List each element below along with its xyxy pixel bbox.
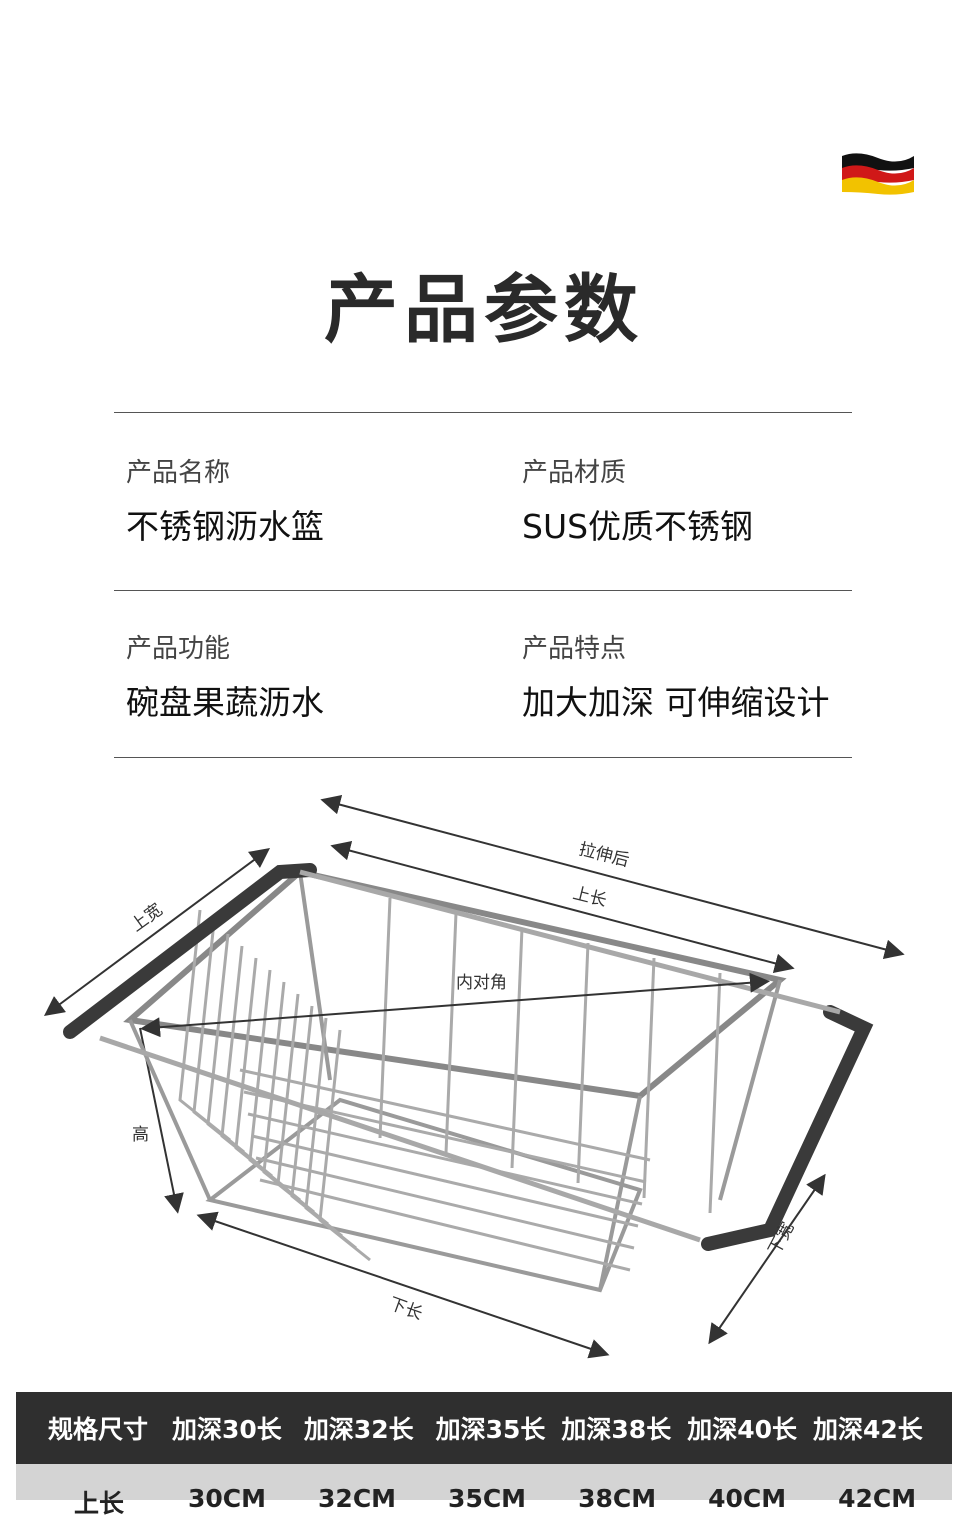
label-bottom-length: 下长 <box>386 1294 425 1324</box>
spec-row-cell: 40CM <box>708 1484 787 1513</box>
basket-wire <box>510 927 524 1169</box>
page-title: 产品参数 <box>324 267 644 353</box>
divider-middle <box>114 590 852 591</box>
basket-wire <box>206 933 259 1166</box>
label-stretched: 拉伸后 <box>577 839 631 871</box>
spec-header-cell: 规格尺寸 <box>48 1415 149 1444</box>
spec-header-cell: 加深32长 <box>303 1415 414 1444</box>
basket-wire <box>239 1068 651 1162</box>
param-label-feature: 产品特点 <box>522 634 627 664</box>
divider-bottom <box>114 757 852 758</box>
param-value-material: SUS优质不锈钢 <box>522 507 754 546</box>
spec-header-cell: 加深35长 <box>435 1415 546 1444</box>
basket-wire <box>290 1005 343 1238</box>
basket-wire <box>251 1134 639 1228</box>
spec-row-cell: 42CM <box>838 1484 917 1513</box>
basket-wire <box>247 1112 643 1206</box>
spec-row-cell: 38CM <box>578 1484 657 1513</box>
spec-row-cell: 30CM <box>188 1484 267 1513</box>
param-label-name: 产品名称 <box>126 458 231 488</box>
spec-header-cell: 加深30长 <box>172 1415 282 1444</box>
basket-wire <box>259 1178 631 1272</box>
basket-wire <box>708 972 722 1214</box>
basket-wire <box>234 957 287 1190</box>
spec-table-row: 上长 30CM 32CM 35CM 38CM 40CM 42CM <box>16 1464 952 1518</box>
param-value-name: 不锈钢沥水篮 <box>126 507 324 546</box>
label-top-length: 上长 <box>571 883 609 911</box>
spec-header-cell: 加深42长 <box>813 1415 923 1444</box>
basket-wire <box>318 1029 371 1262</box>
label-top-width: 上宽 <box>127 900 166 936</box>
spec-row-cell: 35CM <box>448 1484 527 1513</box>
param-label-function: 产品功能 <box>126 634 231 664</box>
param-value-function: 碗盘果蔬沥水 <box>126 683 324 722</box>
basket-wire <box>642 957 656 1199</box>
label-height: 高 <box>132 1125 149 1145</box>
basket-dimension-diagram: 拉伸后 上长 上宽 内对角 高 下长 下宽 <box>43 794 905 1359</box>
label-inner-diagonal: 内对角 <box>456 973 507 993</box>
basket-wire <box>220 945 273 1178</box>
germany-flag-icon <box>842 153 914 195</box>
divider-top <box>114 412 852 413</box>
param-value-feature: 加大加深 可伸缩设计 <box>522 683 830 722</box>
spec-header-cell: 加深40长 <box>687 1415 797 1444</box>
spec-row-cell: 上长 <box>74 1489 125 1518</box>
spec-table-header: 规格尺寸 加深30长 加深32长 加深35长 加深38长 加深40长 加深42长 <box>16 1392 952 1464</box>
basket-wire <box>255 1156 635 1250</box>
param-label-material: 产品材质 <box>522 458 627 488</box>
spec-row-cell: 32CM <box>318 1484 397 1513</box>
spec-header-cell: 加深38长 <box>561 1415 672 1444</box>
